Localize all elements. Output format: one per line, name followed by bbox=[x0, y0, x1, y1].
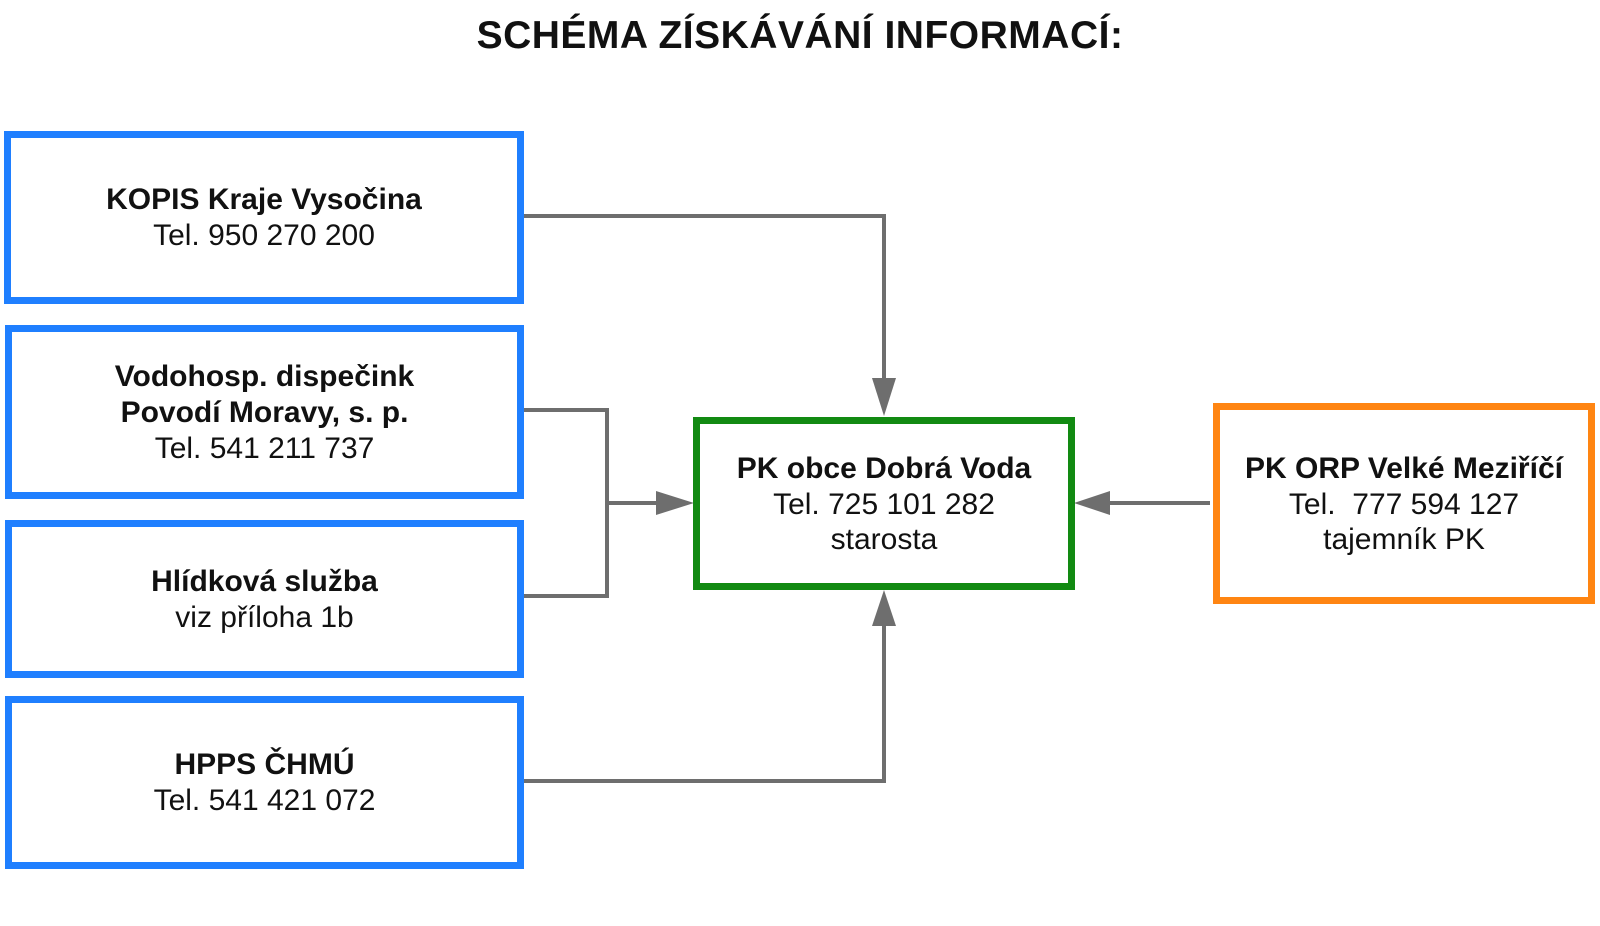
source-box-hpps: HPPS ČHMÚ Tel. 541 421 072 bbox=[5, 696, 524, 869]
source-name: Hlídková služba bbox=[151, 564, 378, 598]
center-box-pk-obce: PK obce Dobrá Voda Tel. 725 101 282 star… bbox=[693, 417, 1075, 590]
source-phone: Tel. 541 421 072 bbox=[153, 784, 376, 817]
center-role: starosta bbox=[830, 522, 938, 556]
source-box-hlidkova: Hlídková služba viz příloha 1b bbox=[5, 520, 524, 678]
center-phone: Tel. 725 101 282 bbox=[773, 487, 995, 521]
source-name: KOPIS Kraje Vysočina bbox=[106, 183, 422, 216]
arrowhead-top bbox=[872, 378, 896, 416]
source-box-vodohosp: Vodohosp. dispečink Povodí Moravy, s. p.… bbox=[5, 325, 524, 499]
source-box-kopis: KOPIS Kraje Vysočina Tel. 950 270 200 bbox=[4, 131, 524, 304]
connector-vodohosp-to-merge bbox=[512, 408, 609, 598]
connector-hpps-to-center bbox=[512, 624, 886, 783]
arrowhead-left bbox=[656, 491, 694, 515]
source-name-line-2: Povodí Moravy, s. p. bbox=[120, 395, 409, 429]
arrowhead-bottom bbox=[872, 590, 896, 626]
peer-role: tajemník PK bbox=[1323, 522, 1485, 556]
source-note: viz příloha 1b bbox=[175, 600, 354, 634]
peer-phone: Tel. 777 594 127 bbox=[1288, 487, 1520, 521]
source-name: Vodohosp. dispečink bbox=[114, 359, 415, 393]
source-phone: Tel. 950 270 200 bbox=[153, 219, 375, 252]
source-name: HPPS ČHMÚ bbox=[174, 748, 355, 781]
arrowhead-right bbox=[1074, 491, 1110, 515]
source-phone: Tel. 541 211 737 bbox=[154, 431, 375, 465]
page-title: SCHÉMA ZÍSKÁVÁNÍ INFORMACÍ: bbox=[476, 14, 1124, 57]
peer-name: PK ORP Velké Meziříčí bbox=[1245, 451, 1563, 485]
center-name: PK obce Dobrá Voda bbox=[736, 451, 1032, 485]
connector-kopis-to-center bbox=[512, 214, 886, 380]
peer-box-pk-orp: PK ORP Velké Meziříčí Tel. 777 594 127 t… bbox=[1213, 403, 1595, 604]
